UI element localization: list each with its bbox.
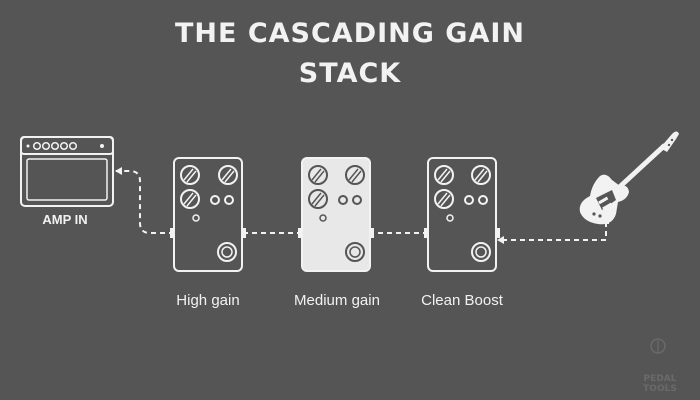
pedal-label-high-gain: High gain (176, 292, 240, 309)
knob-icon (218, 165, 238, 185)
footswitch-icon (217, 242, 237, 262)
footswitch-icon (345, 242, 365, 262)
amplifier-icon (20, 136, 114, 207)
cable-guitar-to-clean-boost (497, 222, 607, 244)
knob-icon (308, 189, 328, 209)
pedal-high-gain (170, 157, 246, 272)
knob-icon (180, 189, 200, 209)
electric-guitar-icon (579, 131, 679, 225)
watermark-emblem-icon (650, 338, 666, 354)
watermark-line-1: PEDAL (643, 374, 677, 384)
pedal-label-clean-boost: Clean Boost (421, 292, 503, 309)
amp-in-label: AMP IN (42, 212, 88, 227)
pedal-medium-gain (298, 157, 374, 272)
cable-high-gain-to-amp (115, 167, 174, 234)
knob-icon (434, 189, 454, 209)
knob-icon (180, 165, 200, 185)
knob-icon (471, 165, 491, 185)
knob-icon (308, 165, 328, 185)
watermark-line-2: TOOLS (643, 384, 677, 394)
footswitch-icon (471, 242, 491, 262)
knob-icon (345, 165, 365, 185)
signal-cables (115, 167, 607, 244)
pedal-label-medium-gain: Medium gain (294, 292, 380, 309)
diagram-title-line-1: THE CASCADING GAIN (174, 18, 526, 49)
knob-icon (434, 165, 454, 185)
pedal-clean-boost (424, 157, 500, 272)
watermark-logo: PEDAL TOOLS (632, 374, 688, 394)
diagram-title-line-2: STACK (298, 58, 402, 89)
